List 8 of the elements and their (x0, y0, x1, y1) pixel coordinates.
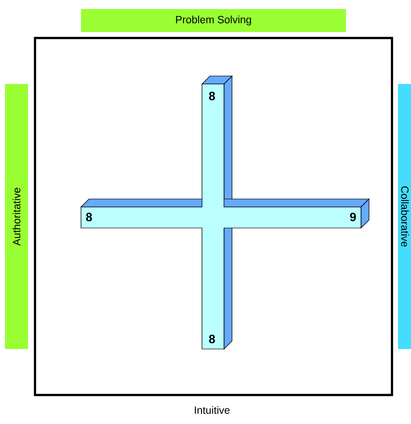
label-bar: Authoritative (5, 84, 28, 349)
label-bar: Problem Solving (81, 9, 346, 32)
label-bar: Collaborative (398, 84, 411, 349)
score-number: 8 (209, 92, 215, 100)
score-number: 9 (350, 212, 356, 222)
score-number: 8 (86, 212, 92, 222)
axis-label: Intuitive (194, 406, 230, 414)
score-number: 8 (209, 334, 215, 344)
